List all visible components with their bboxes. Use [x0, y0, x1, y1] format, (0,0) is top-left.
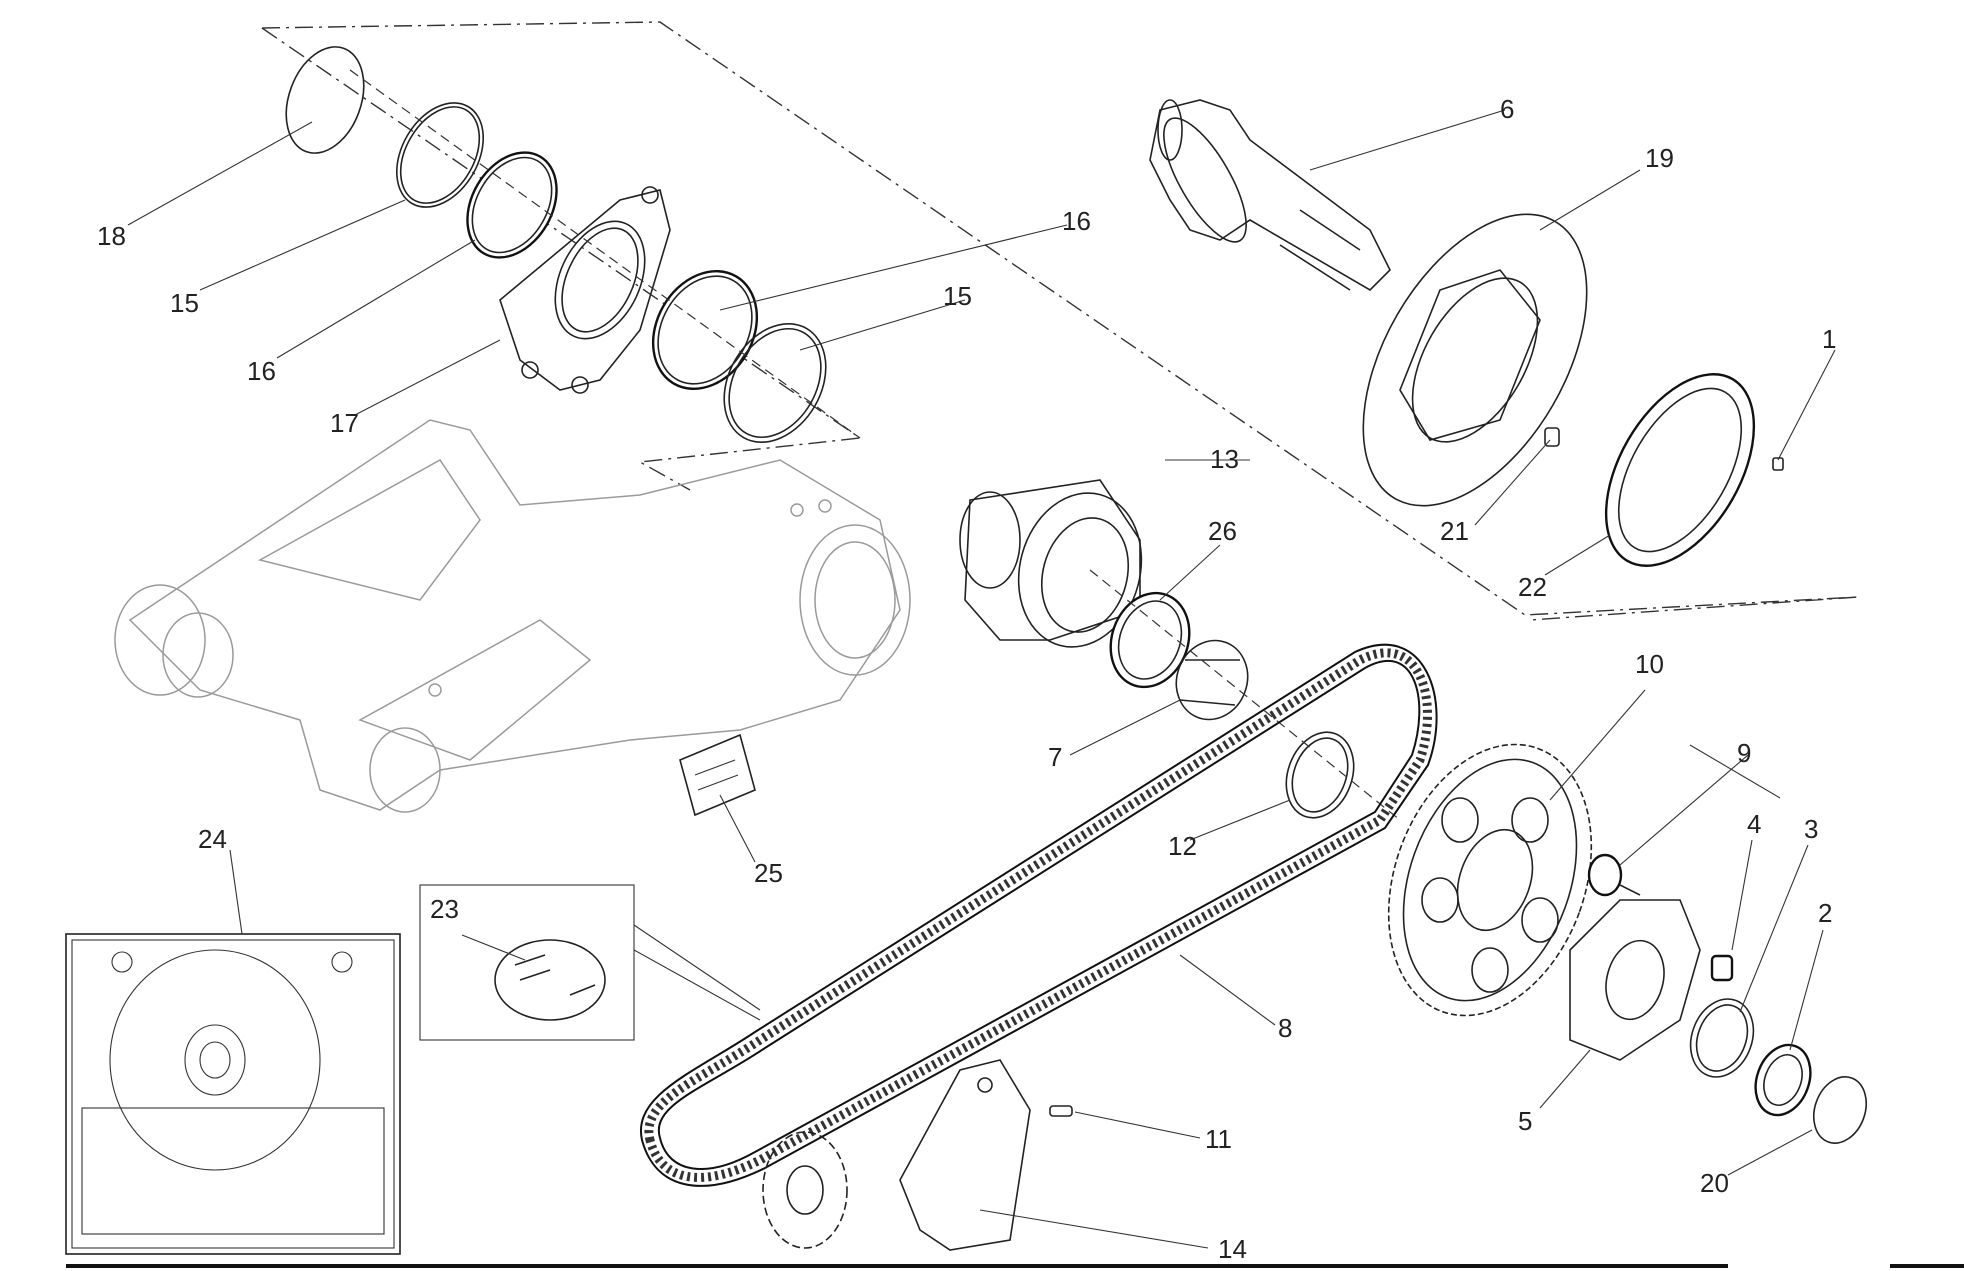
circlip-20	[1812, 1076, 1868, 1144]
bushing-7	[1175, 639, 1249, 721]
bolt-21	[1544, 427, 1560, 447]
callout-13: 13	[1210, 444, 1239, 474]
brake-disc-19	[1362, 213, 1588, 507]
leader-lines	[127, 109, 1836, 1249]
callout-14: 14	[1218, 1234, 1247, 1264]
reference-inset-24	[65, 933, 401, 1255]
eccentric-hub-13	[959, 479, 1143, 648]
callout-10: 10	[1635, 649, 1664, 679]
callout-16-left: 16	[247, 356, 276, 386]
washer-3	[1689, 998, 1755, 1078]
nut-4	[1710, 954, 1734, 982]
callout-16-right: 16	[1062, 206, 1091, 236]
callout-26: 26	[1208, 516, 1237, 546]
callout-6: 6	[1500, 94, 1514, 124]
axis-line-hub	[1089, 569, 1401, 821]
callout-4: 4	[1747, 809, 1761, 839]
callout-2: 2	[1818, 898, 1832, 928]
callout-23: 23	[430, 894, 459, 924]
screw-11	[1049, 1105, 1073, 1117]
callout-3: 3	[1804, 814, 1818, 844]
callout-18: 18	[97, 221, 126, 251]
chain-link-inset-23	[419, 884, 761, 1041]
callout-17: 17	[330, 408, 359, 438]
callout-12: 12	[1168, 831, 1197, 861]
callout-24: 24	[198, 824, 227, 854]
ring-15-lower	[723, 322, 827, 444]
callout-8: 8	[1278, 1013, 1292, 1043]
ring-15-upper	[395, 102, 485, 208]
assembly-boundary-left	[261, 27, 862, 491]
callout-11: 11	[1205, 1124, 1232, 1154]
callout-9: 9	[1737, 738, 1751, 768]
ring-16-lower	[651, 269, 759, 391]
axis-line-rings	[349, 69, 861, 439]
callout-25: 25	[754, 858, 783, 888]
seal-26	[1109, 591, 1191, 689]
callout-20: 20	[1700, 1168, 1729, 1198]
callout-5: 5	[1518, 1106, 1532, 1136]
callout-7: 7	[1048, 742, 1062, 772]
hub-shaft-6	[1149, 99, 1391, 292]
tone-ring-22	[1604, 373, 1756, 567]
nut-2	[1754, 1043, 1812, 1117]
callout-15-left: 15	[170, 288, 199, 318]
assembly-boundary-upper	[261, 21, 1859, 621]
callout-21: 21	[1440, 516, 1469, 546]
callout-labels: 1 2 3 4 5 6 7 8 9 10 11 12 13 14 15 15 1…	[97, 94, 1836, 1264]
callout-1: 1	[1822, 324, 1836, 354]
callout-19: 19	[1645, 143, 1674, 173]
front-sprocket	[762, 1131, 848, 1249]
callout-22: 22	[1518, 572, 1547, 602]
label-plate-25	[679, 733, 756, 817]
rear-sprocket-10	[1387, 743, 1593, 1017]
callout-15-right: 15	[943, 281, 972, 311]
bracket-17	[499, 186, 671, 394]
circlip-18	[285, 46, 365, 154]
ring-16-upper	[466, 151, 558, 259]
sprocket-cover-14	[899, 1059, 1031, 1251]
stud-9	[1587, 853, 1641, 897]
spacer-12	[1285, 731, 1355, 819]
flange-5	[1569, 899, 1701, 1061]
chain-8	[639, 643, 1438, 1187]
swingarm	[114, 419, 911, 813]
screw-1	[1772, 457, 1784, 471]
